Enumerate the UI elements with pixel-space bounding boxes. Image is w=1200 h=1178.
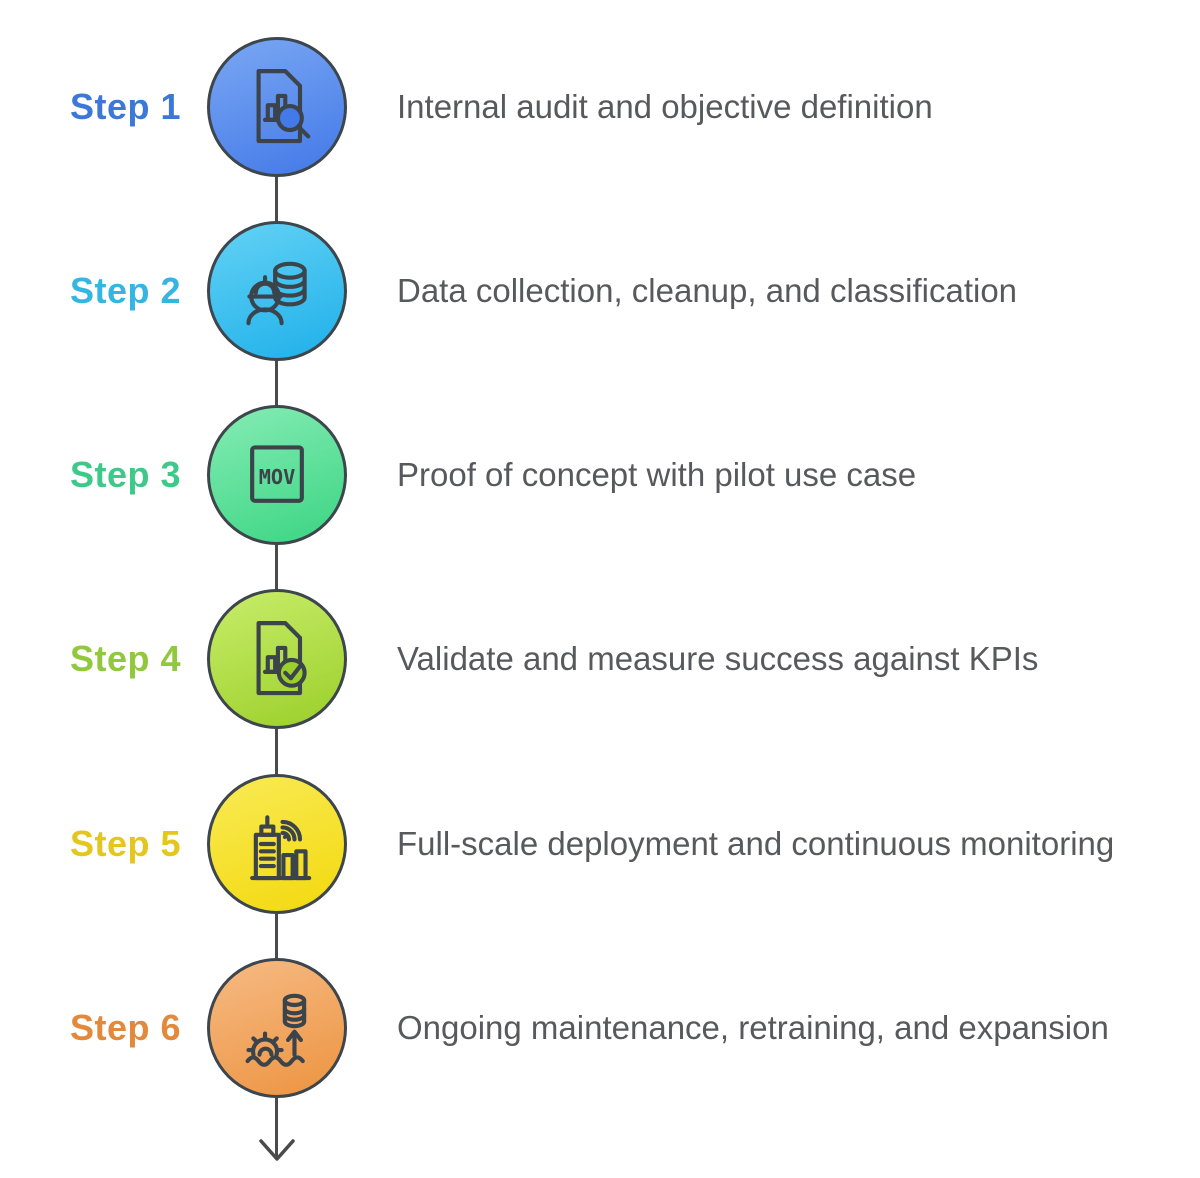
step-row: Step 1 Internal audit and objective defi…: [0, 37, 1200, 177]
step-label-3: Step 3: [70, 454, 182, 495]
step-row: Step 5 Full-scale deployment and continu…: [0, 774, 1200, 914]
mov-file-icon: MOV: [250, 445, 304, 503]
step-circle: [207, 774, 347, 914]
step-description: Proof of concept with pilot use case: [397, 456, 917, 493]
step-circle: [207, 958, 347, 1098]
step-row: Step 3 MOV Proof of concept with pilot u…: [0, 405, 1200, 545]
gear-waves-growth-icon: [245, 993, 307, 1067]
step-circle: MOV: [207, 405, 347, 545]
step-row: Step 2 Data collection, cleanup, and cla…: [0, 221, 1200, 361]
mov-file-label: MOV: [259, 465, 296, 489]
step-label-6: Step 6: [70, 1007, 182, 1048]
step-description: Validate and measure success against KPI…: [397, 640, 1039, 677]
step-circle: [207, 37, 347, 177]
step-description: Internal audit and objective definition: [397, 88, 933, 125]
flow-arrow-icon: [259, 1139, 295, 1161]
step-circle: [207, 221, 347, 361]
step-description: Ongoing maintenance, retraining, and exp…: [397, 1009, 1109, 1046]
document-chart-check-icon: [256, 621, 307, 696]
worker-database-icon: [246, 261, 307, 326]
step-label-1: Step 1: [70, 86, 182, 127]
audit-document-search-icon: [256, 69, 311, 144]
step-row: Step 4 Validate and measure success agai…: [0, 589, 1200, 729]
step-label-5: Step 5: [70, 823, 182, 864]
step-description: Data collection, cleanup, and classifica…: [397, 272, 1018, 309]
step-row: Step 6 Ongoing maintenance,: [0, 958, 1200, 1098]
step-circle: [207, 589, 347, 729]
step-label-2: Step 2: [70, 270, 182, 311]
step-description: Full-scale deployment and continuous mon…: [397, 825, 1115, 862]
step-label-4: Step 4: [70, 638, 182, 679]
building-signal-icon: [250, 815, 312, 881]
